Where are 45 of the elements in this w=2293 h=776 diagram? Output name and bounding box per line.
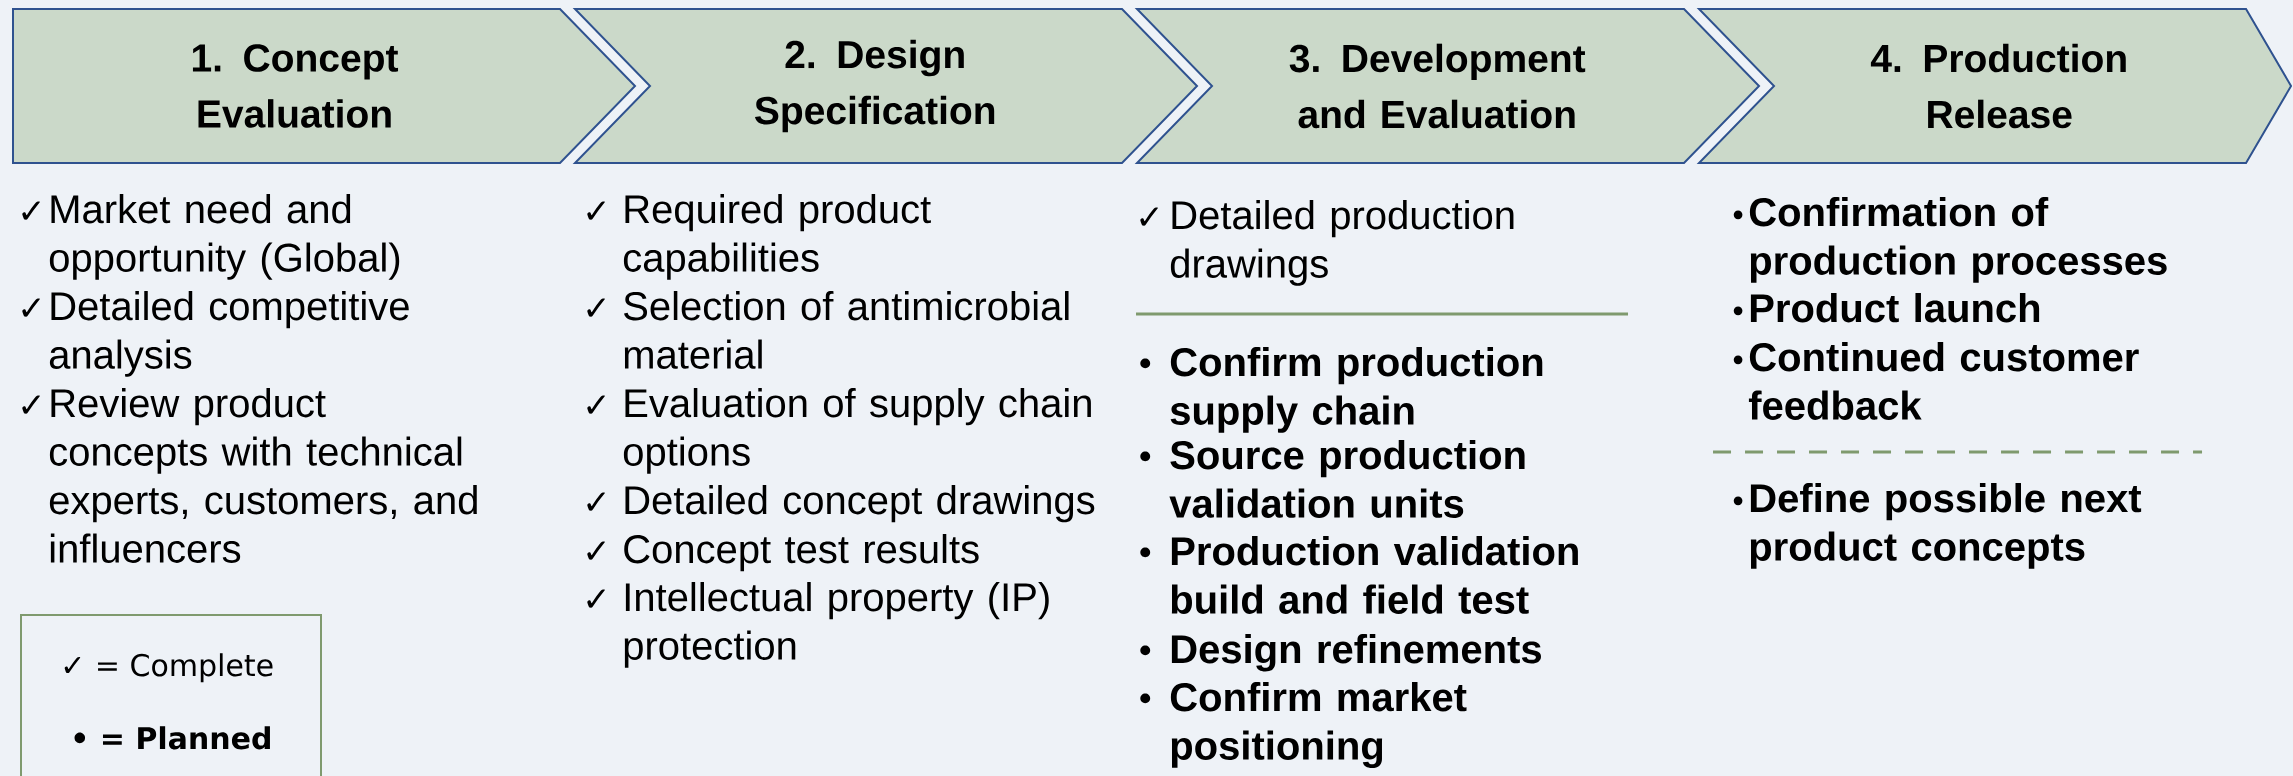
list-item: Production validation build and field test xyxy=(1171,536,1578,614)
stage-banner: 1. Concept Evaluation xyxy=(12,8,637,164)
stage-banner: 4. Production Release xyxy=(1696,8,2293,164)
list-item: Continued customer feedback xyxy=(1748,342,2139,420)
list-item: Confirm production supply chain xyxy=(1170,347,1543,433)
list-marker: ✓ xyxy=(587,298,605,317)
list-marker: ✓ xyxy=(587,395,605,414)
list-marker: ✓ xyxy=(22,201,40,220)
list-item: Detailed production drawings xyxy=(1170,200,1514,286)
list-item: Evaluation of supply chain options xyxy=(623,388,1091,474)
list-item: Confirmation of production processes xyxy=(1749,197,2167,283)
node-label: 4. Production Release xyxy=(1870,43,2126,129)
list-marker: • xyxy=(1733,306,1743,316)
list-marker: • xyxy=(1733,355,1743,365)
list-marker: ✓ xyxy=(1140,207,1158,226)
legend-entry: ✓ = Complete xyxy=(64,653,273,683)
list-marker: ✓ xyxy=(22,395,40,414)
list-marker: • xyxy=(1733,210,1743,220)
list-marker: • xyxy=(1140,645,1151,656)
list-item: Required product capabilities xyxy=(623,194,931,280)
stage-banner: 3. Development and Evaluation xyxy=(1134,8,1761,164)
list-marker: • xyxy=(1140,451,1151,462)
list-item: Review product concepts with technical experts, customers, and influencers xyxy=(49,388,477,563)
list-item: Intellectual property (IP) protection xyxy=(624,582,1049,668)
list-marker: • xyxy=(1140,358,1151,369)
list-marker: • xyxy=(1733,496,1743,506)
list-item: Define possible next product concepts xyxy=(1750,483,2142,569)
list-item: Selection of antimicrobial material xyxy=(624,291,1069,369)
list-marker: ✓ xyxy=(587,492,605,511)
list-item: Detailed concept drawings xyxy=(625,485,1095,523)
list-item: Concept test results xyxy=(624,534,979,572)
list-marker: ✓ xyxy=(587,541,605,560)
stage-banner: 2. Design Specification xyxy=(572,8,1199,164)
list-item: Design refinements xyxy=(1171,634,1541,672)
list-item: Source production validation units xyxy=(1169,440,1525,518)
legend-entry: • = Planned xyxy=(74,726,270,750)
list-marker: ✓ xyxy=(22,298,40,317)
list-marker: ✓ xyxy=(587,589,605,608)
list-marker: • xyxy=(1140,693,1151,704)
list-marker: • xyxy=(1140,547,1151,558)
list-marker: ✓ xyxy=(587,201,605,220)
list-item: Market need and opportunity (Global) xyxy=(49,194,400,280)
list-item: Detailed competitive analysis xyxy=(49,291,409,377)
list-item: Confirm market positioning xyxy=(1170,682,1467,768)
list-item: Product launch xyxy=(1750,293,2040,323)
